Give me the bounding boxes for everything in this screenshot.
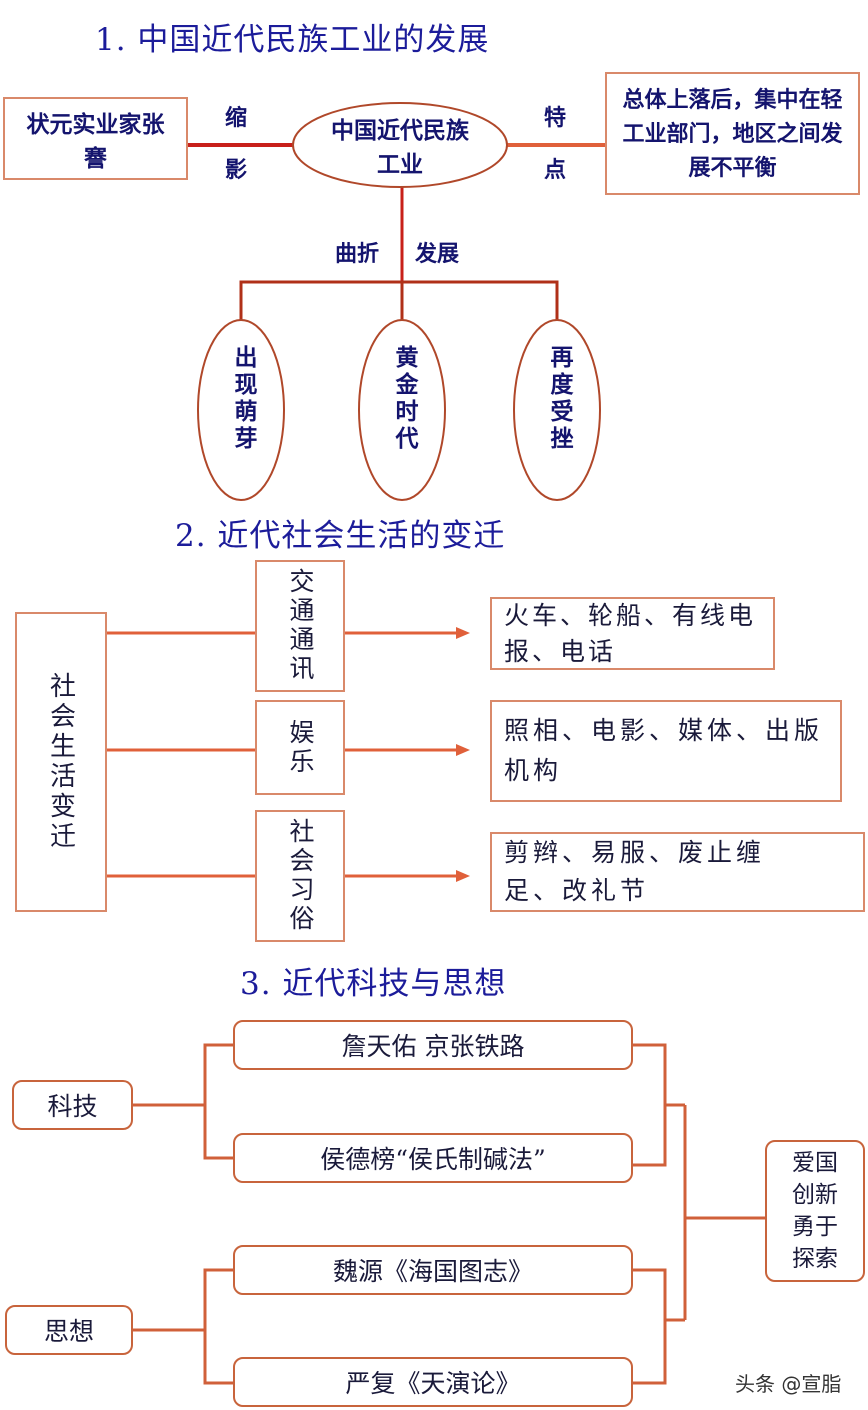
category-label: 交通通讯 xyxy=(286,568,315,684)
watermark: 头条 @宣脂 xyxy=(735,1372,842,1396)
right-box: 总体上落后，集中在轻工业部门，地区之间发展不平衡 xyxy=(605,72,860,195)
center-ellipse xyxy=(292,102,508,188)
result-box: 剪辫、易服、废止缠足、改礼节 xyxy=(490,832,865,912)
stage-ellipse xyxy=(513,319,601,501)
stage-2: 黄金时代 xyxy=(391,345,418,453)
left-box: 状元实业家张謇 xyxy=(3,97,188,180)
stage-ellipse xyxy=(358,319,446,501)
category-box: 娱乐 xyxy=(255,700,345,795)
right-label-1: 特 xyxy=(544,105,567,131)
left-label-2: 影 xyxy=(225,157,248,183)
branch-label-right: 发展 xyxy=(415,241,460,267)
center-node: 中国近代民族工业 xyxy=(331,117,469,178)
conclusion-box: 爱国创新勇于探索 xyxy=(765,1140,865,1282)
category-label: 社会习俗 xyxy=(286,818,315,934)
result-box: 照相、电影、媒体、出版机构 xyxy=(490,700,842,802)
section1-title: 1. 中国近代民族工业的发展 xyxy=(95,22,490,58)
category-label: 娱乐 xyxy=(286,718,315,777)
left-label-1: 缩 xyxy=(225,105,248,131)
item-box: 魏源《海国图志》 xyxy=(233,1245,633,1295)
right-label-2: 点 xyxy=(544,157,567,183)
stage-1: 出现萌芽 xyxy=(230,345,257,453)
stage-ellipse xyxy=(197,319,285,501)
item-box: 严复《天演论》 xyxy=(233,1357,633,1407)
stage-3: 再度受挫 xyxy=(546,345,573,453)
category-box: 交通通讯 xyxy=(255,560,345,692)
branch-label-left: 曲折 xyxy=(335,241,380,267)
category-box: 社会习俗 xyxy=(255,810,345,942)
section2-title: 2. 近代社会生活的变迁 xyxy=(175,518,506,554)
item-box: 詹天佑 京张铁路 xyxy=(233,1020,633,1070)
group-label-thought: 思想 xyxy=(5,1305,133,1355)
item-box: 侯德榜“侯氏制碱法” xyxy=(233,1133,633,1183)
root-label: 社会生活变迁 xyxy=(45,672,76,852)
section3-title: 3. 近代科技与思想 xyxy=(240,966,507,1002)
result-box: 火车、轮船、有线电报、电话 xyxy=(490,597,775,670)
root-box: 社会生活变迁 xyxy=(15,612,107,912)
group-label-tech: 科技 xyxy=(12,1080,133,1130)
